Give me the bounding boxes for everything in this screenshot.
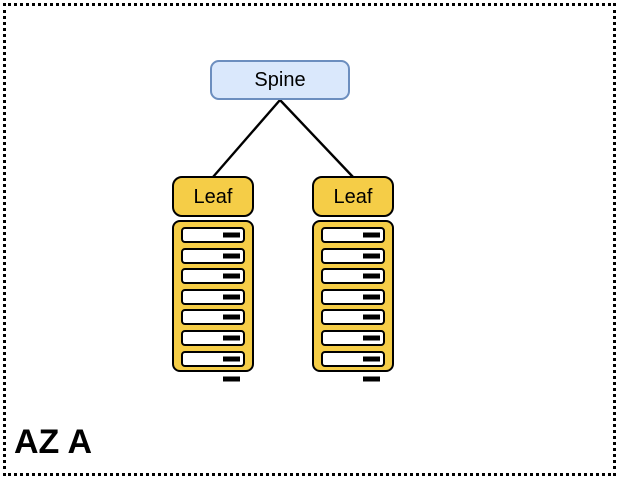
server-indicator-bar xyxy=(363,232,380,238)
leaf-node-2[interactable]: Leaf xyxy=(312,176,394,217)
leaf-node-2-label: Leaf xyxy=(333,185,373,208)
server-unit[interactable] xyxy=(181,268,245,285)
server-unit[interactable] xyxy=(321,350,385,367)
server-unit[interactable] xyxy=(181,350,245,367)
server-indicator-bar xyxy=(223,273,240,279)
server-unit[interactable] xyxy=(321,329,385,346)
server-unit[interactable] xyxy=(321,309,385,326)
server-indicator-bar xyxy=(223,335,240,341)
spine-node[interactable]: Spine xyxy=(210,60,350,100)
server-indicator-bar xyxy=(363,294,380,300)
server-indicator-bar xyxy=(223,232,240,238)
rack-body-2 xyxy=(312,220,394,382)
server-indicator-bar xyxy=(223,376,240,382)
server-indicator-bar xyxy=(363,273,380,279)
server-unit[interactable] xyxy=(321,288,385,305)
leaf-node-1[interactable]: Leaf xyxy=(172,176,254,217)
server-slot-empty xyxy=(181,371,245,387)
server-indicator-bar xyxy=(363,314,380,320)
server-indicator-bar xyxy=(223,314,240,320)
server-indicator-bar xyxy=(363,253,380,259)
server-indicator-bar xyxy=(363,376,380,382)
server-unit[interactable] xyxy=(181,227,245,243)
spine-node-label: Spine xyxy=(254,69,306,91)
server-indicator-bar xyxy=(223,356,240,362)
server-unit[interactable] xyxy=(321,227,385,243)
server-unit[interactable] xyxy=(181,288,245,305)
server-unit[interactable] xyxy=(181,329,245,346)
server-unit[interactable] xyxy=(181,309,245,326)
server-unit[interactable] xyxy=(321,247,385,264)
leaf-node-1-label: Leaf xyxy=(193,185,233,208)
server-indicator-bar xyxy=(223,253,240,259)
rack-body-1 xyxy=(172,220,254,382)
server-indicator-bar xyxy=(363,356,380,362)
server-indicator-bar xyxy=(363,335,380,341)
server-indicator-bar xyxy=(223,294,240,300)
server-unit[interactable] xyxy=(181,247,245,264)
availability-zone-boundary xyxy=(3,3,616,476)
availability-zone-label: AZ A xyxy=(14,423,93,461)
server-unit[interactable] xyxy=(321,268,385,285)
server-slot-empty xyxy=(321,371,385,387)
